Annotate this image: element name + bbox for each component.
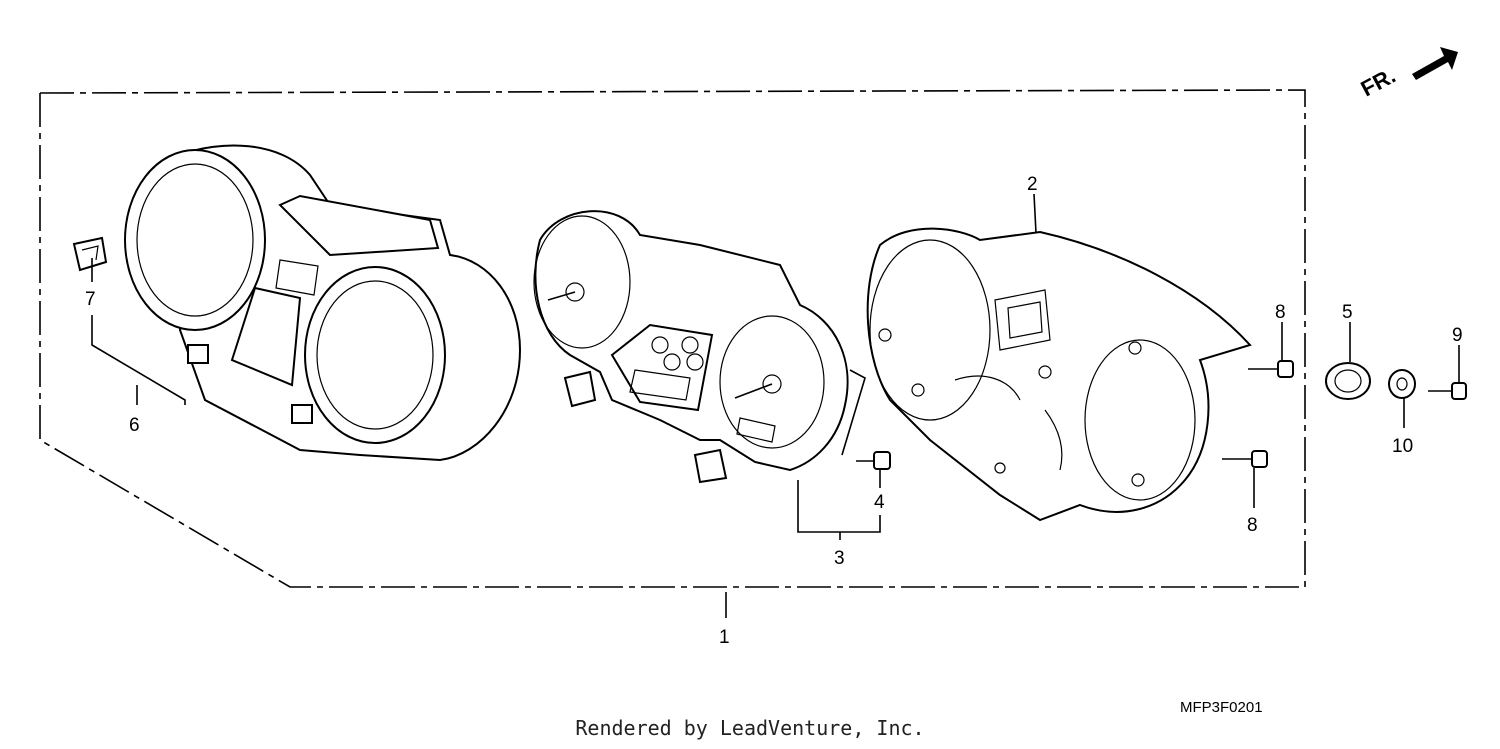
- screw-part-8-lower: [1222, 450, 1268, 468]
- screw-part-4: [856, 451, 891, 470]
- arrow-icon: [1412, 47, 1458, 80]
- gauge-assembly-part-3: [533, 210, 849, 484]
- emblem-part-7: [72, 236, 108, 272]
- screw-part-9: [1428, 382, 1467, 400]
- callout-6: 6: [129, 415, 140, 436]
- diagram-code: MFP3F0201: [1180, 699, 1263, 716]
- callout-3: 3: [834, 548, 845, 569]
- grommet-part-5: [1325, 362, 1371, 400]
- callout-8-upper: 8: [1275, 302, 1286, 323]
- direction-label: FR.: [1357, 63, 1400, 102]
- meter-cover-part-6: [124, 144, 522, 462]
- callout-5: 5: [1342, 302, 1353, 323]
- callout-9: 9: [1452, 325, 1463, 346]
- callout-1: 1: [719, 627, 730, 648]
- callout-10: 10: [1392, 436, 1413, 457]
- callout-4: 4: [874, 492, 885, 513]
- credit-text: Rendered by LeadVenture, Inc.: [575, 716, 925, 740]
- front-direction-arrow: FR.: [1357, 47, 1458, 101]
- callout-2: 2: [1027, 174, 1038, 195]
- leader-lines: [91, 193, 1460, 618]
- assembly-boundary: [39, 89, 1306, 588]
- callout-7: 7: [85, 289, 96, 310]
- collar-part-10: [1388, 369, 1416, 399]
- callout-labels: 1 2 3 4 5 6 7 8 8 9 10: [85, 174, 1463, 648]
- meter-case-part-2: [866, 227, 1252, 522]
- callout-8-lower: 8: [1247, 515, 1258, 536]
- screw-part-8-upper: [1248, 360, 1294, 378]
